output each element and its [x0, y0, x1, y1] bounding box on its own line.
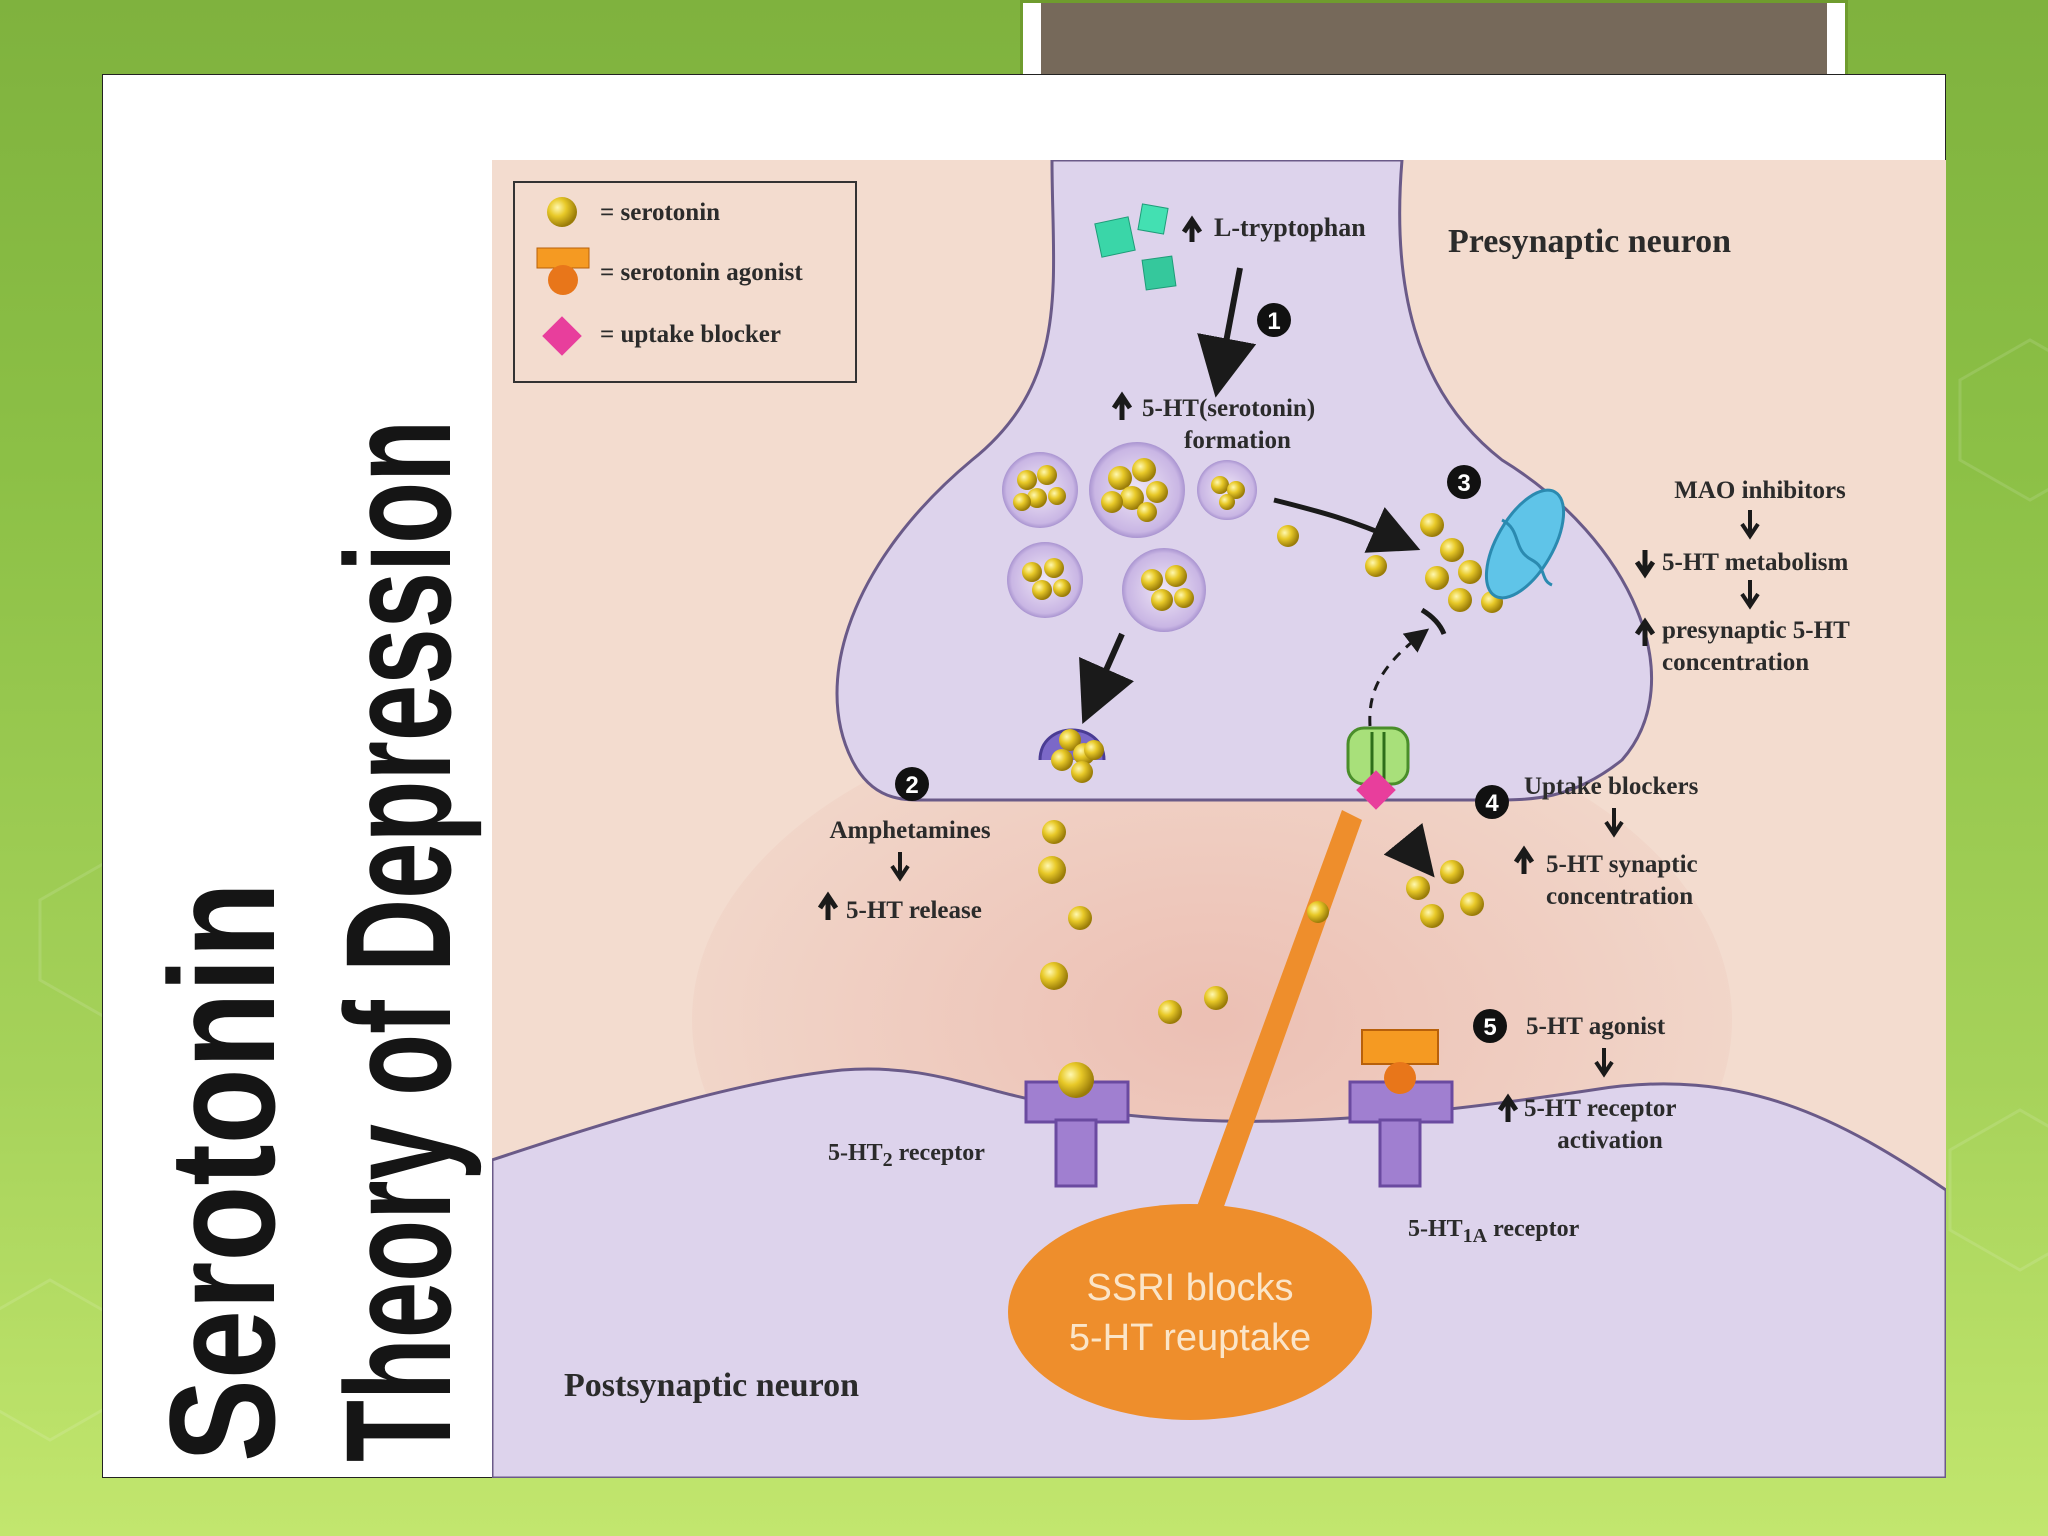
step-3-badge: 3: [1447, 465, 1481, 499]
presynaptic-serotonin: [1277, 513, 1503, 613]
receptor-5ht1a: [1348, 1029, 1454, 1188]
tryptophan-label: L-tryptophan: [1214, 213, 1366, 242]
step-2-badge: 2: [895, 767, 929, 801]
svg-text:1: 1: [1267, 308, 1280, 335]
mao-label-3: presynaptic 5-HT: [1662, 617, 1850, 644]
formation-label-1: 5-HT(serotonin): [1142, 395, 1315, 422]
amphetamines-label-1: Amphetamines: [829, 817, 990, 844]
formation-up-arrow: [1111, 391, 1133, 420]
agonist-label-1: 5-HT agonist: [1526, 1013, 1666, 1040]
uptake-up-arrow: [1513, 845, 1535, 874]
mao-label-2: 5-HT metabolism: [1662, 549, 1849, 576]
reuptake-transporter: [1346, 726, 1410, 810]
uptake-to-cleft-arrow: [1383, 822, 1435, 878]
tryptophan-up-arrow: [1181, 215, 1203, 242]
mao-down-arrow-2: [1740, 580, 1760, 610]
slide-title: Serotonin Theory of Depression: [138, 420, 482, 1462]
legend-blocker-label: = uptake blocker: [600, 321, 781, 348]
mao-down-arrow-1: [1740, 510, 1760, 540]
formation-arrow: [1197, 267, 1257, 398]
title-line-2: Theory of Depression: [314, 420, 482, 1462]
receptor-5ht2-label: 5-HT2 receptor: [828, 1140, 985, 1171]
step-4-badge: 4: [1475, 785, 1509, 819]
reuptake-dashed-arrow: [1368, 628, 1430, 727]
svg-text:4: 4: [1485, 790, 1499, 817]
svg-text:2: 2: [905, 772, 918, 799]
vesicle-to-mitochondrion-arrow: [1273, 497, 1421, 553]
amphetamines-up-arrow: [817, 891, 839, 920]
receptor-5ht2: [1024, 1062, 1130, 1188]
mao-label-4: concentration: [1662, 649, 1809, 676]
agonist-down-arrow: [1594, 1048, 1614, 1078]
presynaptic-label: Presynaptic neuron: [1448, 223, 1731, 260]
legend: = serotonin = serotonin agonist = uptake…: [513, 181, 857, 383]
title-line-1: Serotonin: [138, 882, 306, 1462]
mao-down-arrow-small: [1634, 550, 1656, 579]
vesicle-release-arrow: [1079, 632, 1134, 724]
legend-serotonin-icon: [547, 197, 577, 227]
agonist-label-3: activation: [1557, 1127, 1663, 1154]
ssri-callout: SSRI blocks 5-HT reuptake: [1008, 1204, 1372, 1420]
svg-text:3: 3: [1457, 470, 1470, 497]
receptor-5ht1a-label: 5-HT1A receptor: [1408, 1216, 1580, 1247]
amphetamines-label-2: 5-HT release: [846, 897, 982, 924]
legend-agonist-icon: [536, 247, 590, 295]
svg-text:5: 5: [1483, 1014, 1496, 1041]
mao-label-1: MAO inhibitors: [1674, 477, 1846, 504]
step-1-badge: 1: [1257, 303, 1291, 337]
amphetamines-down-arrow: [890, 852, 910, 882]
postsynaptic-label: Postsynaptic neuron: [564, 1367, 859, 1404]
mao-up-arrow: [1634, 617, 1656, 646]
legend-agonist-label: = serotonin agonist: [600, 259, 803, 286]
uptake-down-arrow: [1604, 808, 1624, 838]
vesicles: [1002, 442, 1257, 632]
uptake-label-2: 5-HT synaptic: [1546, 851, 1698, 878]
agonist-molecule: [1361, 1029, 1439, 1065]
legend-serotonin-label: = serotonin: [600, 199, 720, 226]
step-5-badge: 5: [1473, 1009, 1507, 1043]
mitochondrion: [1484, 488, 1566, 600]
uptake-label-1: Uptake blockers: [1524, 773, 1699, 800]
uptake-blocker-molecule: [1356, 770, 1396, 810]
formation-label-2: formation: [1184, 427, 1291, 454]
legend-blocker-icon: [542, 316, 582, 356]
tryptophan-icon: [1094, 203, 1177, 291]
release-site: [1038, 728, 1106, 783]
agonist-label-2: 5-HT receptor: [1524, 1095, 1677, 1122]
ssri-label-2: 5-HT reuptake: [1069, 1317, 1311, 1359]
synapse-diagram: = serotonin = serotonin agonist = uptake…: [492, 160, 1946, 1478]
agonist-up-arrow: [1497, 1093, 1519, 1122]
synaptic-serotonin: [1038, 820, 1484, 1024]
uptake-label-3: concentration: [1546, 883, 1693, 910]
ssri-label-1: SSRI blocks: [1087, 1267, 1294, 1309]
mao-block-mark: [1420, 607, 1447, 636]
